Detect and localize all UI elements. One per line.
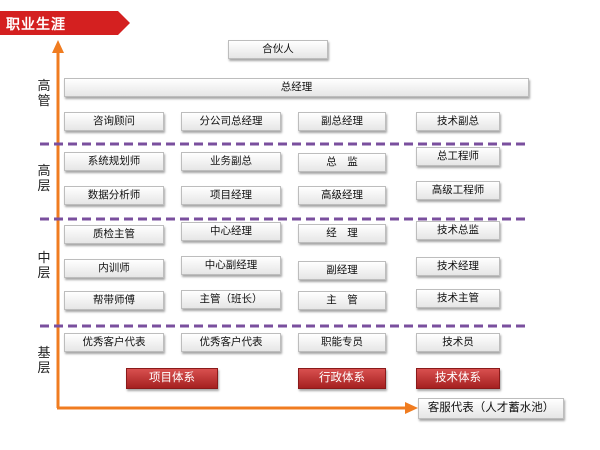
system-admin: 行政体系: [298, 368, 386, 389]
role-deputy-gm: 副总经理: [298, 112, 386, 131]
tier-senior: 高管: [37, 78, 51, 108]
system-project: 项目体系: [126, 368, 218, 389]
role-senior-manager: 高级经理: [298, 186, 386, 205]
role-general-manager: 总经理: [64, 78, 529, 97]
role-tech-manager: 技术经理: [416, 257, 500, 276]
base-rep-pool: 客服代表（人才蓄水池）: [418, 398, 564, 419]
title-banner: 职业生涯: [0, 11, 130, 35]
role-center-deputy: 中心副经理: [181, 256, 281, 275]
horizontal-axis-arrowhead: [405, 402, 418, 414]
tier-base: 基层: [37, 345, 51, 375]
role-partner: 合伙人: [228, 40, 328, 59]
role-manager: 经 理: [298, 224, 386, 243]
role-tech-vp: 技术副总: [416, 112, 500, 131]
role-senior-engineer: 高级工程师: [416, 181, 500, 200]
role-excellent-rep-2: 优秀客户代表: [181, 333, 281, 352]
page-title: 职业生涯: [6, 16, 66, 32]
role-director: 总 监: [298, 153, 386, 172]
role-branch-gm: 分公司总经理: [181, 112, 281, 131]
role-deputy-manager: 副经理: [298, 261, 386, 280]
tier-upper: 高层: [37, 163, 51, 193]
role-center-manager: 中心经理: [181, 222, 281, 241]
role-technician: 技术员: [416, 333, 500, 352]
role-excellent-rep-1: 优秀客户代表: [64, 333, 164, 352]
role-qc-lead: 质检主管: [64, 225, 164, 244]
role-advisor: 咨询顾问: [64, 112, 164, 131]
role-trainer: 内训师: [64, 259, 164, 278]
tier-middle: 中层: [37, 250, 51, 280]
role-supervisor: 主 管: [298, 291, 386, 310]
role-specialist: 职能专员: [298, 333, 386, 352]
role-project-manager: 项目经理: [181, 186, 281, 205]
role-business-vp: 业务副总: [181, 152, 281, 171]
role-supervisor-team: 主管（班长）: [181, 290, 281, 309]
vertical-axis-arrowhead: [52, 40, 64, 53]
role-tech-supervisor: 技术主管: [416, 289, 500, 308]
system-tech: 技术体系: [416, 368, 500, 389]
banner-shape: [0, 11, 130, 35]
role-data-analyst: 数据分析师: [64, 186, 164, 205]
role-system-planner: 系统规划师: [64, 152, 164, 171]
role-mentor: 帮带师傅: [64, 291, 164, 310]
role-tech-director: 技术总监: [416, 221, 500, 240]
role-chief-engineer: 总工程师: [416, 147, 500, 166]
